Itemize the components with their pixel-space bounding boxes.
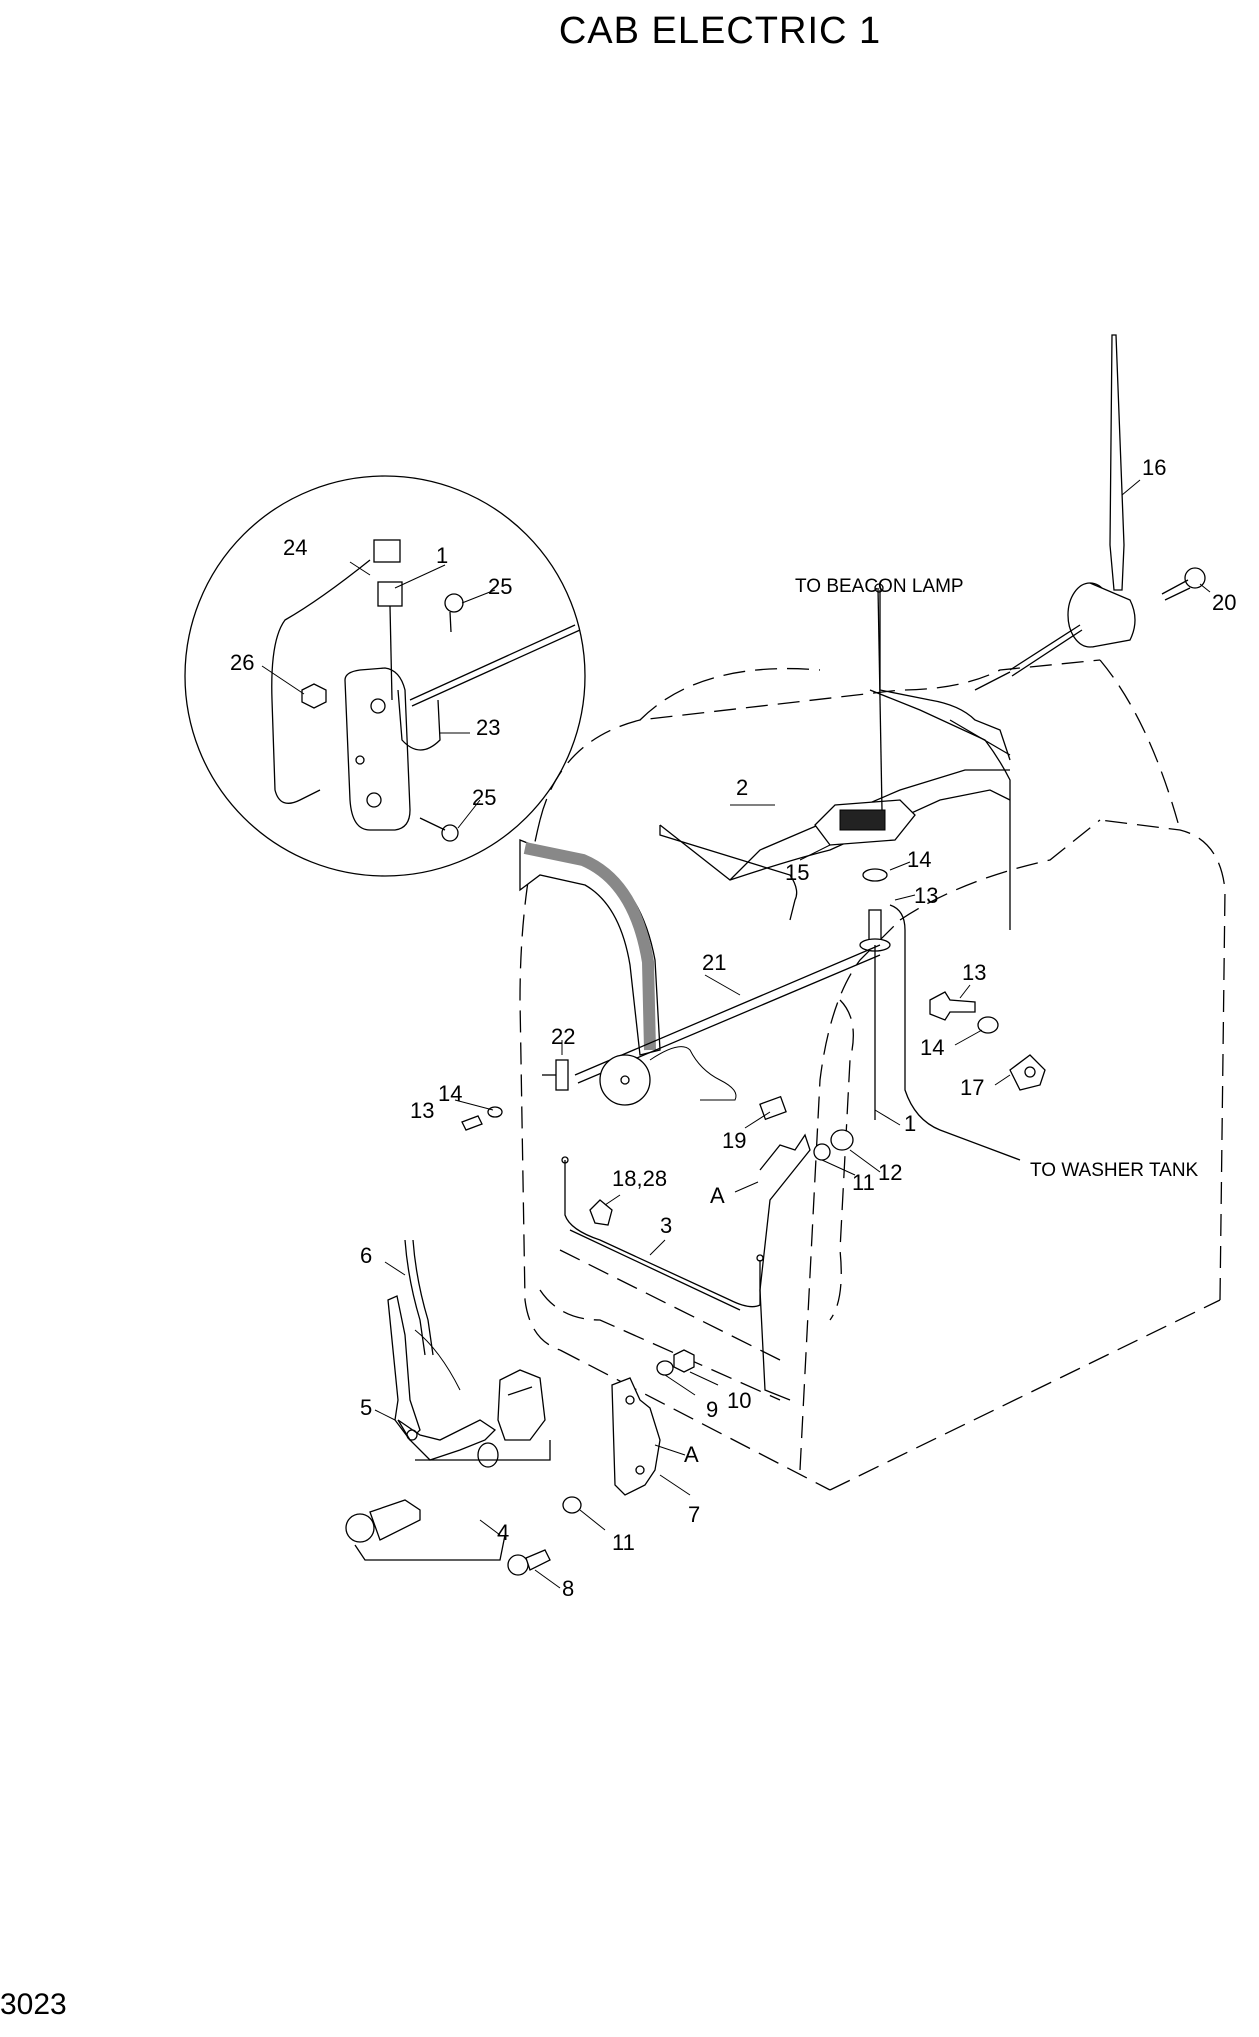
- label-20: 20: [1212, 590, 1236, 615]
- speaker-connector: [599, 1046, 737, 1106]
- bracket-7: [611, 1377, 691, 1496]
- label-13-left: 13: [410, 1098, 434, 1123]
- label-8: 8: [562, 1576, 574, 1601]
- bracket-a-upper: [734, 1129, 881, 1401]
- label-11-upper: 11: [852, 1170, 875, 1195]
- antenna-assembly: [974, 334, 1211, 691]
- detail-arrow: [519, 839, 661, 1056]
- label-6: 6: [360, 1243, 372, 1268]
- label-25-bottom: 25: [472, 785, 496, 810]
- label-4: 4: [497, 1520, 509, 1545]
- label-16: 16: [1142, 455, 1166, 480]
- label-14-left: 14: [438, 1081, 462, 1106]
- label-26: 26: [230, 650, 254, 675]
- label-2: 2: [736, 775, 748, 800]
- label-21: 21: [702, 950, 726, 975]
- beacon-line: [877, 587, 883, 811]
- label-13-mid: 13: [914, 883, 938, 908]
- part-19: [744, 1095, 787, 1129]
- label-3: 3: [660, 1213, 672, 1238]
- label-11-lower: 11: [612, 1530, 635, 1555]
- label-7: 7: [688, 1502, 700, 1527]
- page-number: 3023: [0, 1988, 67, 2021]
- nut-9-10: [656, 1349, 719, 1396]
- label-1-main: 1: [904, 1111, 916, 1136]
- label-12: 12: [878, 1160, 902, 1185]
- label-22: 22: [551, 1024, 575, 1049]
- label-17: 17: [960, 1075, 984, 1100]
- label-1-detail: 1: [436, 543, 448, 568]
- label-24: 24: [283, 535, 307, 560]
- label-13-right: 13: [962, 960, 986, 985]
- label-14-right: 14: [920, 1035, 944, 1060]
- callout-beacon-lamp: TO BEACON LAMP: [795, 576, 964, 597]
- lever-assembly: [345, 1239, 561, 1589]
- label-a-lower: A: [684, 1442, 699, 1467]
- harness-3: [561, 1156, 764, 1311]
- label-5: 5: [360, 1395, 372, 1420]
- screw-left: [454, 1099, 503, 1131]
- beacon-end: [874, 583, 884, 593]
- label-25-top: 25: [488, 574, 512, 599]
- label-19: 19: [722, 1128, 746, 1153]
- right-parts: [929, 984, 1046, 1091]
- label-18-28: 18,28: [612, 1166, 667, 1191]
- label-23: 23: [476, 715, 500, 740]
- label-10: 10: [727, 1388, 751, 1413]
- label-14-mid: 14: [907, 847, 931, 872]
- label-9: 9: [706, 1397, 718, 1422]
- callout-washer-tank: TO WASHER TANK: [1030, 1160, 1199, 1181]
- page-title: CAB ELECTRIC 1: [558, 10, 882, 52]
- harness-2: [659, 590, 1011, 930]
- grommet-13: [859, 894, 1021, 1161]
- detail-view: [184, 475, 586, 877]
- connector-22: [542, 1040, 569, 1091]
- washer-11-lower: [562, 1496, 606, 1531]
- lamp-15: [799, 799, 916, 882]
- label-15: 15: [785, 860, 809, 885]
- label-a-upper: A: [710, 1183, 725, 1208]
